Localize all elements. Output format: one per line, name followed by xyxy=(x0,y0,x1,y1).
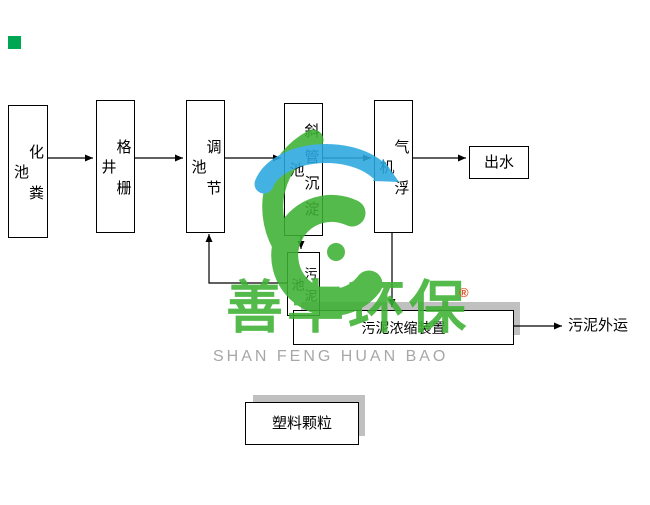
flow-box-sludge-tank: 污泥池 xyxy=(287,252,320,316)
sludge-tank-box-label: 污泥池 xyxy=(289,266,318,311)
flow-box-regulating-tank: 调节池 xyxy=(186,100,225,233)
flow-box-septic-tank: 化粪池 xyxy=(8,105,48,238)
regulating-tank-label: 调节池 xyxy=(189,138,222,221)
corner-mark-square xyxy=(8,36,21,49)
flow-box-plastic-granules: 塑料颗粒 xyxy=(245,402,359,445)
flow-box-sludge-thickener: 污泥浓缩装置 xyxy=(293,310,514,345)
flow-box-inclined-tube-sedimentation-tank: 斜管沉淀池 xyxy=(284,103,323,236)
sludge-out-label: 污泥外运 xyxy=(568,317,629,334)
grille-well-label: 格栅井 xyxy=(99,138,132,221)
inclined-tank-label: 斜管沉淀池 xyxy=(287,123,320,227)
outlet-water-label: 出水 xyxy=(483,154,514,171)
flow-box-grille-well: 格栅井 xyxy=(96,100,135,233)
sludge-thickener-label: 污泥浓缩装置 xyxy=(361,319,446,336)
flotation-machine-label: 气浮机 xyxy=(377,138,410,221)
flow-box-air-flotation-machine: 气浮机 xyxy=(374,100,413,233)
arrow-sludge-return-to-regulating xyxy=(205,234,287,284)
plastic-granules-label: 塑料颗粒 xyxy=(271,415,332,432)
septic-tank-label: 化粪池 xyxy=(12,143,44,226)
flow-box-outlet-water: 出水 xyxy=(469,146,529,179)
